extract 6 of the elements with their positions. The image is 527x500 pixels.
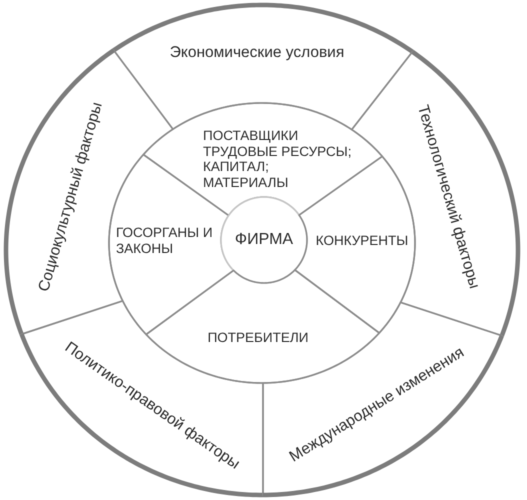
segment-label: Экономические условия	[170, 44, 344, 62]
segment-label: ПОТРЕБИТЕЛИ	[208, 330, 308, 346]
segment-label: ГОСОРГАНЫ И ЗАКОНЫ	[116, 225, 214, 256]
center-label: ФИРМА	[234, 230, 294, 250]
segment-label: ПОСТАВЩИКИ ТРУДОВЫЕ РЕСУРСЫ; КАПИТАЛ; МАТЕРИАЛЫ	[203, 128, 352, 190]
segment-label: КОНКУРЕНТЫ	[316, 233, 408, 249]
